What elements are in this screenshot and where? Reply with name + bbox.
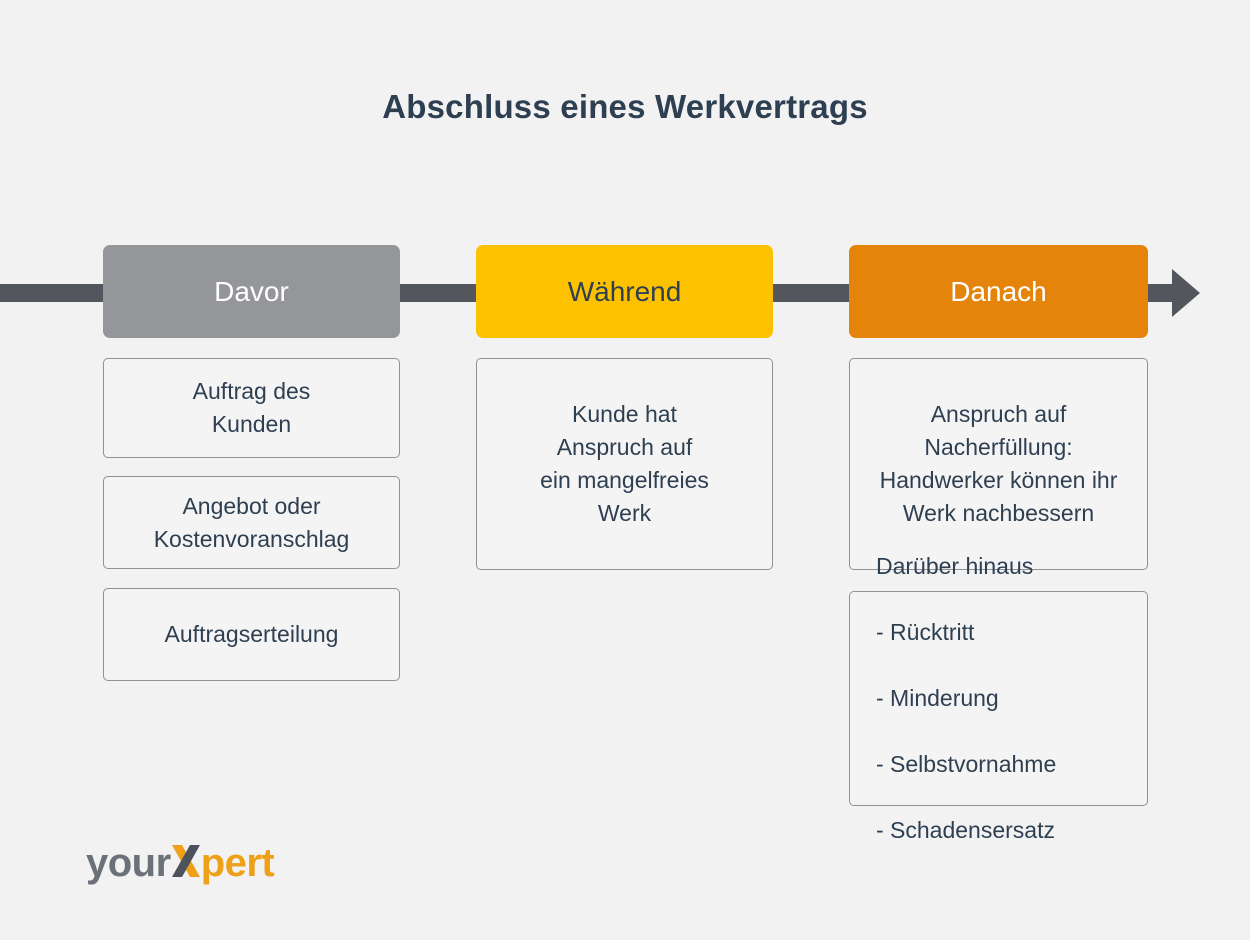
card-anspruch-auf-nacherfuellung: Anspruch auf Nacherfüllung: Handwerker k… — [849, 358, 1148, 570]
stage-header-davor[interactable]: Davor — [103, 245, 400, 338]
page-title: Abschluss eines Werkvertrags — [382, 88, 868, 125]
card-angebot-oder-kostenvoranschlag: Angebot oder Kostenvoranschlag — [103, 476, 400, 569]
card-mangelfreies-werk: Kunde hat Anspruch auf ein mangelfreies … — [476, 358, 773, 570]
list-item: - Selbstvornahme — [876, 751, 1057, 777]
list-heading: Darüber hinaus — [876, 553, 1034, 579]
card-text: Auftrag des Kunden — [192, 378, 311, 437]
stage-column-waehrend: Kunde hat Anspruch auf ein mangelfreies … — [476, 358, 773, 570]
card-auftragserteilung: Auftragserteilung — [103, 588, 400, 681]
stage-header-waehrend-label: Während — [567, 275, 682, 307]
stage-header-davor-label: Davor — [214, 275, 289, 307]
card-text: Anspruch auf Nacherfüllung: Handwerker k… — [879, 401, 1118, 526]
arrow-head-icon — [1172, 269, 1200, 317]
card-text: Kunde hat Anspruch auf ein mangelfreies … — [540, 401, 709, 526]
yourxpert-logo[interactable]: your pert — [86, 841, 275, 887]
list-item: - Rücktritt — [876, 619, 975, 645]
rights-list: Darüber hinaus - Rücktritt - Minderung -… — [876, 517, 1121, 880]
stage-header-danach[interactable]: Danach — [849, 245, 1148, 338]
card-text: Angebot oder Kostenvoranschlag — [153, 492, 350, 552]
logo-x-icon — [171, 844, 201, 877]
card-text: Auftragserteilung — [164, 621, 339, 647]
card-darueber-hinaus: Darüber hinaus - Rücktritt - Minderung -… — [849, 553, 1148, 843]
card-auftrag-des-kunden: Auftrag des Kunden — [103, 358, 400, 458]
list-item: - Minderung — [876, 685, 999, 711]
stage-column-danach: Anspruch auf Nacherfüllung: Handwerker k… — [849, 358, 1148, 843]
logo-text-your: your — [86, 841, 171, 885]
logo-text-pert: pert — [200, 841, 275, 885]
card-list-wrapper: Darüber hinaus - Rücktritt - Minderung -… — [876, 484, 1121, 913]
stage-header-waehrend[interactable]: Während — [476, 245, 773, 338]
list-item: - Schadensersatz — [876, 817, 1055, 843]
stage-header-danach-label: Danach — [950, 275, 1047, 307]
stage-column-davor: Auftrag des Kunden Angebot oder Kostenvo… — [103, 358, 400, 681]
